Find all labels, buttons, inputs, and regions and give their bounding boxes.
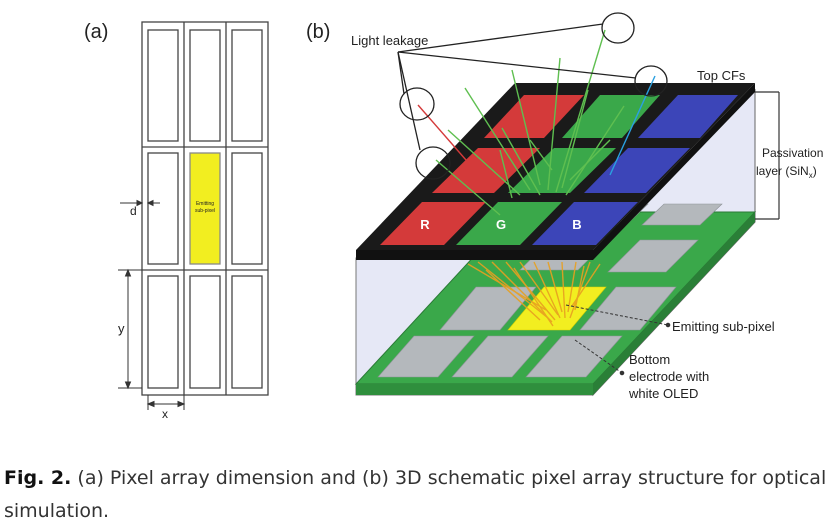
electrode-cell [525,335,623,378]
light-leakage-label: Light leakage [351,33,428,48]
pixel-array [141,21,269,396]
blue-filter [638,95,738,138]
dimension-x-label: x [162,407,168,421]
sub-pixel [189,275,221,389]
emitting-pointer [565,304,671,328]
bottom-label-line3: white OLED [628,386,698,401]
red-filter [484,95,584,138]
emitting-label-line1: Emitting [196,201,214,207]
passivation-label-line1: Passivation [762,146,823,160]
red-filter [432,148,540,193]
sub-pixel [189,29,221,142]
sub-pixel [231,29,263,142]
electrode-cell [579,286,677,331]
caption-prefix: Fig. 2. [4,467,72,489]
green-filter [562,95,660,138]
sub-pixel [147,152,179,265]
bottom-label-line2: electrode with [629,369,709,384]
light-leakage-markers [397,12,668,180]
electrode-cell [641,203,723,226]
blue-filter-front [532,202,638,245]
electrode-cell [377,335,475,378]
filter-label-g: G [496,217,506,232]
emitting-label-line2: sub-pixel [195,208,215,214]
filter-label-b: B [572,217,581,232]
figure-canvas: (a) Emitting sub-pixel d [84,12,823,421]
emitting-sub-pixel [189,152,221,265]
dimension-y-label: y [118,321,125,336]
emitting-sub-pixel-label: Emitting sub-pixel [672,319,775,334]
panel-b-label: (b) [306,21,330,43]
light-rays-external [417,29,656,216]
caption-text: (a) Pixel array dimension and (b) 3D sch… [4,467,827,522]
leakage-circle [415,146,451,180]
electrode-cell [451,335,549,378]
dimension-d [120,199,160,207]
sub-pixel [231,152,263,265]
passivation-label-line2: layer (SiNx) [756,164,817,180]
pixel-array-frame [141,21,269,396]
filter-label-r: R [420,217,430,232]
dimension-x [146,395,186,410]
electrode-cell [439,286,537,331]
leakage-circle [601,12,635,44]
blue-filter [584,148,690,193]
leakage-circle [634,65,668,97]
dimension-y [118,268,142,390]
figure-caption: Fig. 2. (a) Pixel array dimension and (b… [4,462,834,528]
passivation-bracket [755,91,780,220]
figure: (a) Emitting sub-pixel d [84,12,823,421]
leakage-circle [399,87,435,121]
dimension-d-label: d [130,204,137,218]
sub-pixel [147,275,179,389]
bottom-label-line1: Bottom [629,352,670,367]
red-filter-front [380,202,486,245]
sub-pixel [231,275,263,389]
panel-a-label: (a) [84,21,108,43]
bottom-electrode-pointer [574,339,625,376]
electrode-cell [607,239,699,273]
sub-pixel [147,29,179,142]
top-cfs-label: Top CFs [697,68,746,83]
light-rays-internal [467,261,601,327]
green-filter-front [456,202,562,245]
